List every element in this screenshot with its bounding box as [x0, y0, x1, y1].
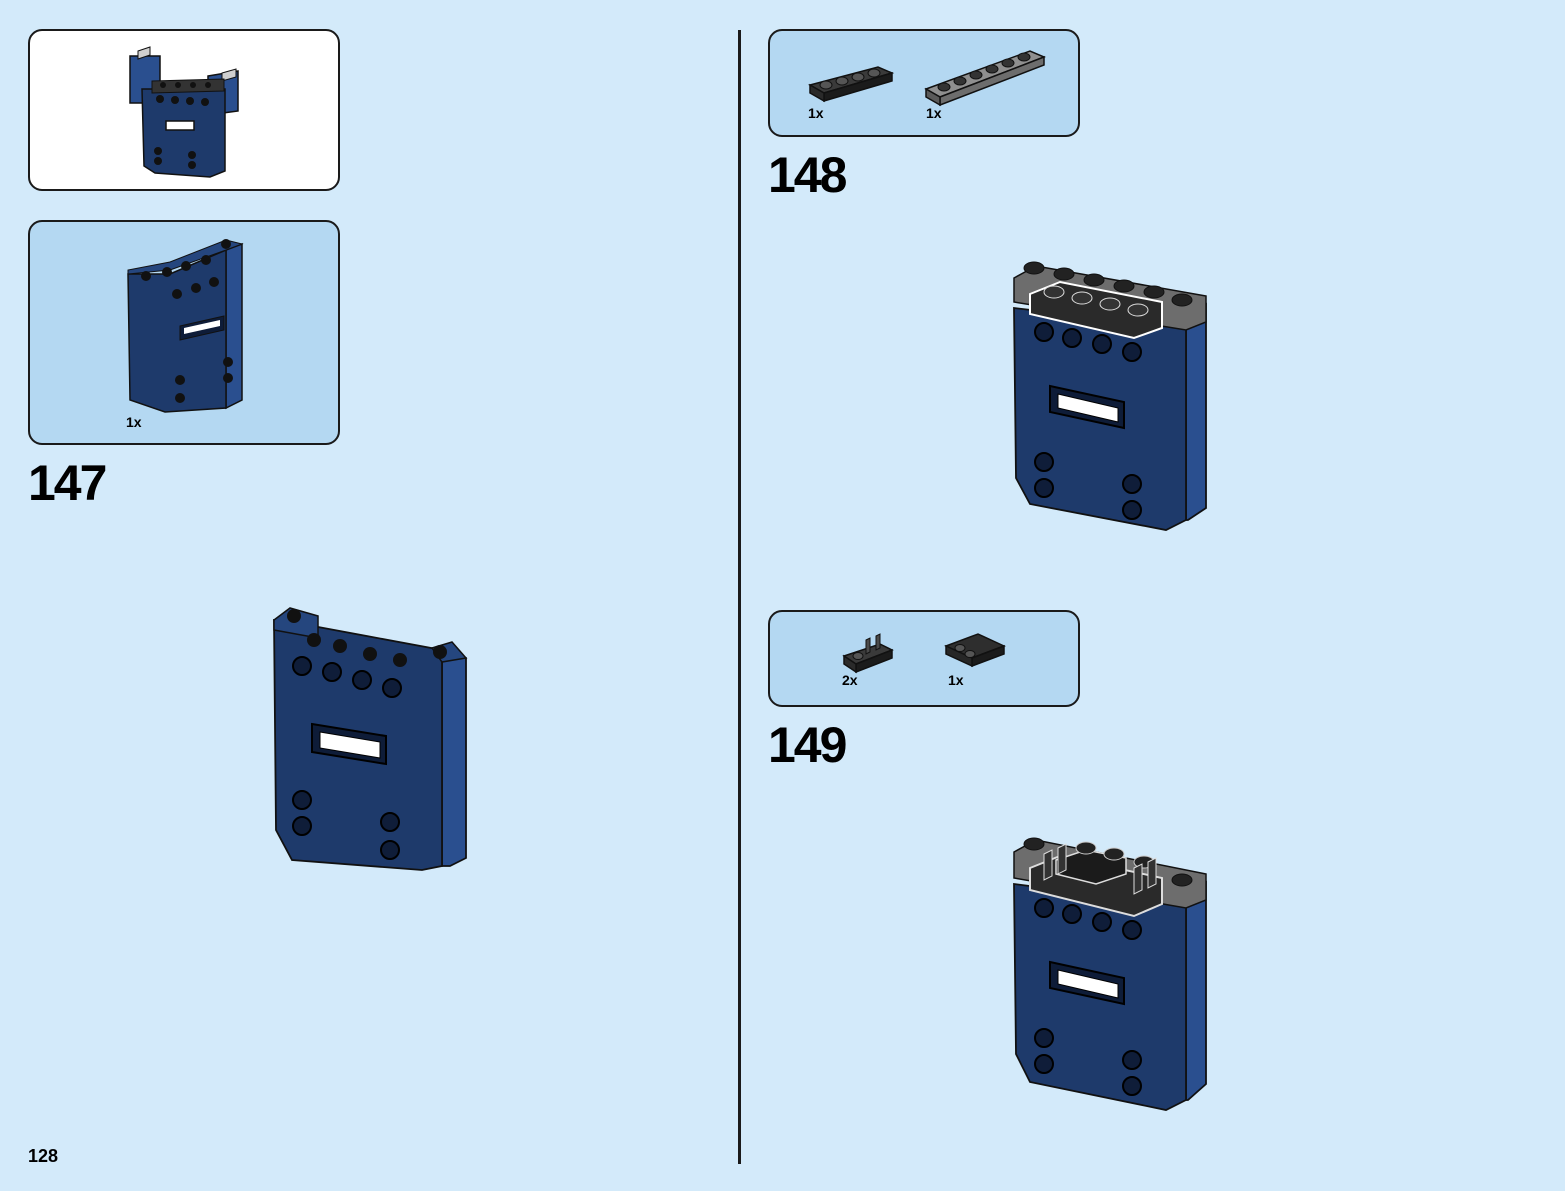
blue-panel-wall-icon — [127, 239, 244, 413]
step-number-147: 147 — [28, 455, 107, 511]
step-number-149: 149 — [768, 717, 847, 773]
step-147-model — [273, 607, 468, 871]
part-quantity: 1x — [126, 414, 142, 430]
parts-box-step-148: 1x 1x — [768, 29, 1080, 137]
subassembly-preview-box — [28, 29, 340, 191]
step-number-148: 148 — [768, 147, 847, 203]
step-149-model — [1013, 837, 1207, 1111]
page-number: 128 — [28, 1146, 59, 1166]
black-clip-plate-icon — [842, 633, 894, 674]
parts-box-step-149: 2x 1x — [768, 610, 1080, 707]
part-quantity: 1x — [926, 105, 942, 121]
black-tile-2x2-icon — [944, 633, 1006, 668]
part-quantity: 1x — [808, 105, 824, 121]
parts-box-step-147: 1x — [28, 220, 340, 445]
grey-plate-1x6-icon — [924, 50, 1046, 107]
step-148-model — [1013, 261, 1207, 531]
part-quantity: 1x — [948, 672, 964, 688]
page-divider — [738, 30, 741, 1164]
black-plate-1x4-icon — [808, 66, 895, 103]
part-quantity: 2x — [842, 672, 858, 688]
completed-wall-assembly-preview — [129, 46, 239, 178]
